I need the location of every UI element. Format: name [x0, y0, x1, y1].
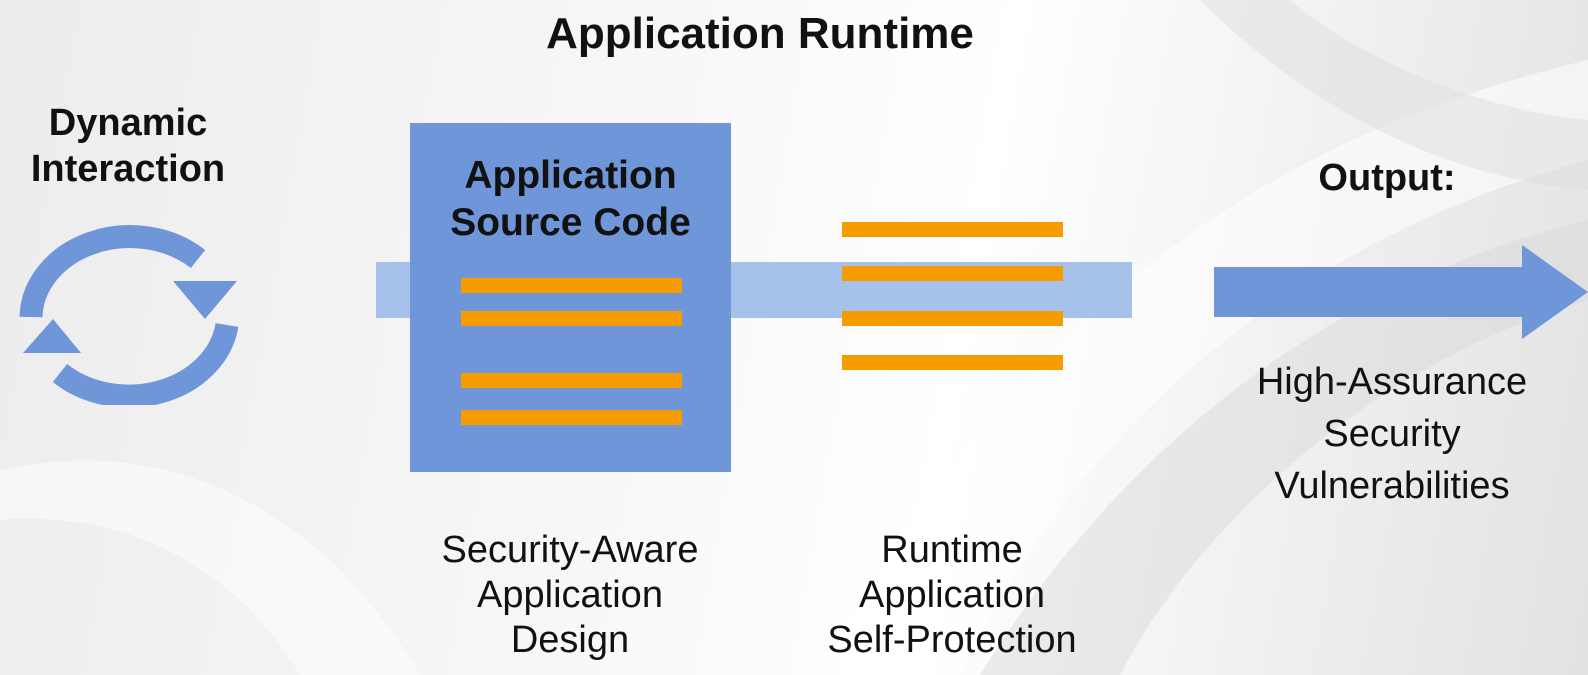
code-line-bar — [461, 311, 682, 326]
dynamic-interaction-line-1: Dynamic — [48, 102, 208, 144]
output-description: High-Assurance Security Vulnerabilities — [1200, 356, 1584, 512]
code-line-bar — [461, 278, 682, 293]
rasp-bar — [842, 311, 1063, 326]
output-description-line-3: Vulnerabilities — [1274, 465, 1510, 507]
source-code-title: Application Source Code — [410, 152, 731, 246]
rasp-bar — [842, 355, 1063, 370]
source-code-title-line-2: Source Code — [450, 201, 691, 244]
rasp-caption-line-3: Self-Protection — [827, 619, 1077, 661]
rasp-bar — [842, 266, 1063, 281]
rasp-caption-line-2: Application — [859, 574, 1045, 616]
design-caption-line-3: Design — [510, 619, 630, 661]
refresh-cycle-icon — [19, 225, 239, 405]
source-code-title-line-1: Application — [464, 154, 677, 197]
dynamic-interaction-label: Dynamic Interaction — [0, 100, 256, 192]
dynamic-interaction-line-2: Interaction — [30, 148, 226, 190]
diagram-title: Application Runtime — [546, 9, 974, 58]
design-caption-line-2: Application — [477, 574, 663, 616]
code-line-bar — [461, 373, 682, 388]
output-description-line-1: High-Assurance — [1256, 361, 1528, 403]
output-label: Output: — [1318, 157, 1456, 199]
rasp-caption-line-1: Runtime — [881, 529, 1023, 571]
rasp-caption: Runtime Application Self-Protection — [780, 528, 1124, 663]
output-description-line-2: Security — [1323, 413, 1461, 455]
rasp-bar — [842, 222, 1063, 237]
code-line-bar — [461, 410, 682, 425]
design-caption: Security-Aware Application Design — [378, 528, 762, 663]
design-caption-line-1: Security-Aware — [441, 529, 699, 571]
right-arrow-icon — [1214, 245, 1588, 339]
